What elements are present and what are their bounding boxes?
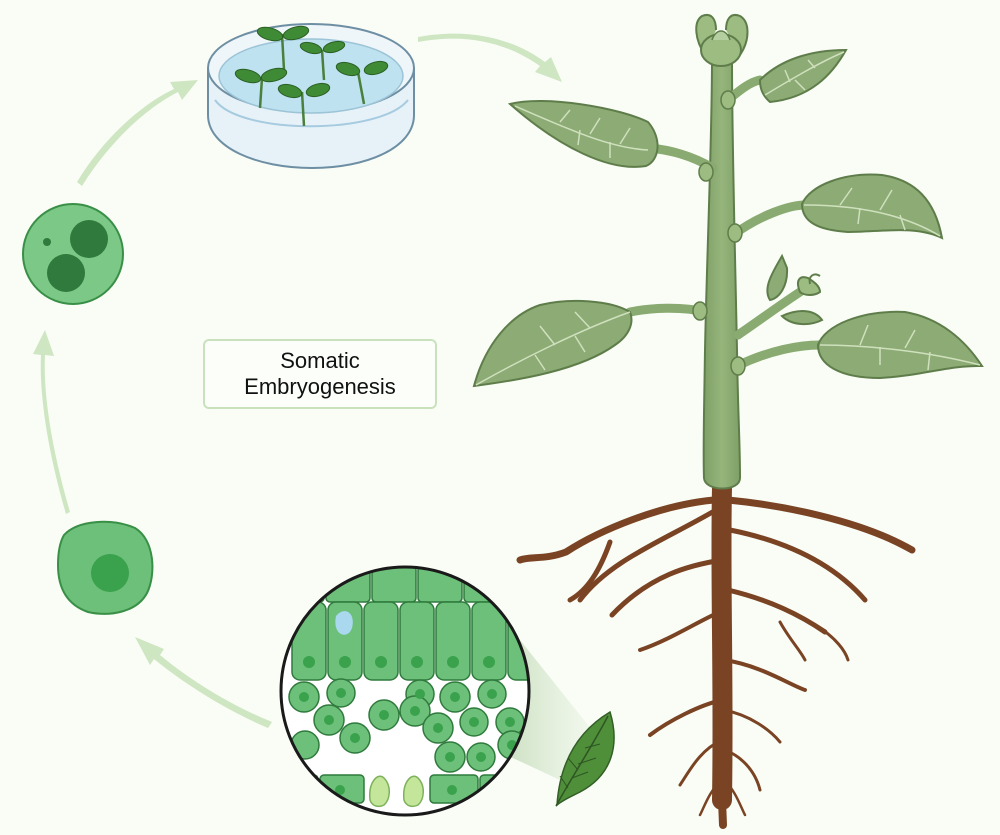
leaf-tissue-cross-section <box>279 565 531 817</box>
stem <box>702 59 742 490</box>
arrow-cell-to-dividing <box>33 330 70 514</box>
terminal-bud <box>695 14 749 67</box>
arrow-dish-to-plant <box>418 33 562 82</box>
seedlings <box>258 33 366 127</box>
title-box: Somatic Embryogenesis <box>203 339 437 409</box>
roots <box>516 478 916 829</box>
mature-plant <box>472 14 984 829</box>
axillary-buds <box>692 90 746 376</box>
cycle-arrows <box>33 33 562 728</box>
leaf-icon <box>556 710 615 807</box>
arrow-leaf-to-cell <box>135 637 272 728</box>
dividing-cell <box>22 203 124 305</box>
title-line-1: Somatic <box>280 348 360 373</box>
palisade-cells <box>291 601 529 681</box>
single-somatic-cell <box>56 520 154 615</box>
title-line-2: Embryogenesis <box>244 374 396 399</box>
arrow-dividing-to-dish <box>77 80 198 186</box>
petri-dish-seedlings <box>207 23 415 170</box>
guard-cells <box>369 775 424 808</box>
